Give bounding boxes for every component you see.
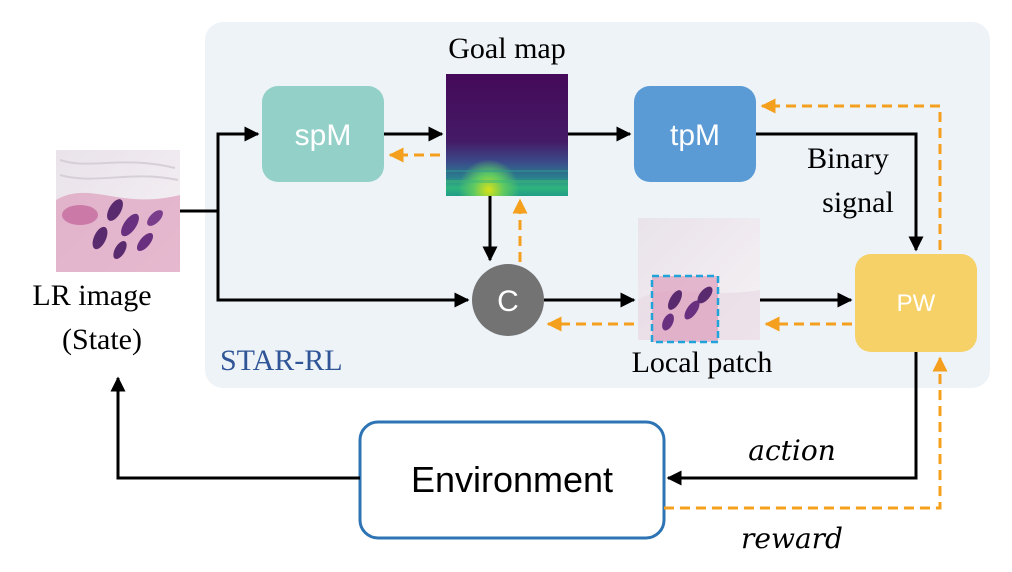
- spm-node: [262, 86, 384, 182]
- pw-node: [855, 254, 977, 352]
- lr-image-label-line1: LR image: [32, 279, 151, 312]
- binary-signal-label-line1: Binary: [807, 142, 889, 175]
- reward-label: reward: [741, 522, 843, 555]
- feedback-reward-to-pw: [664, 356, 948, 510]
- spm-label: spM: [295, 119, 352, 152]
- arrow-tpm-to-pw: [756, 132, 924, 252]
- star-rl-label: STAR-RL: [220, 344, 343, 377]
- feedback-arrows: [388, 98, 948, 510]
- lr-image-label-line2: (State): [62, 323, 142, 356]
- feedback-pw-to-tpm: [760, 98, 942, 250]
- local-patch-image: [638, 218, 760, 344]
- action-label: action: [748, 434, 835, 467]
- star-rl-panel: [205, 22, 990, 388]
- tpm-label: tpM: [670, 119, 720, 152]
- local-patch-label: Local patch: [632, 346, 773, 379]
- arrow-split-to-c: [216, 211, 470, 308]
- lr-image-thumbnail: [56, 150, 180, 272]
- c-node: [472, 264, 544, 336]
- forward-arrows: [110, 126, 924, 486]
- goal-map-label: Goal map: [448, 32, 565, 65]
- tpm-node: [634, 86, 756, 182]
- pw-label: PW: [897, 290, 936, 317]
- c-label: C: [497, 285, 519, 318]
- environment-node: [358, 420, 666, 540]
- environment-label: Environment: [411, 459, 613, 500]
- goal-map-image: [446, 74, 568, 196]
- arrow-split-to-spm: [216, 126, 260, 211]
- patch-selection-box: [650, 274, 720, 344]
- arrow-pw-to-environment: [666, 352, 918, 486]
- arrow-environment-to-lr: [110, 376, 360, 480]
- binary-signal-label-line2: signal: [822, 186, 894, 219]
